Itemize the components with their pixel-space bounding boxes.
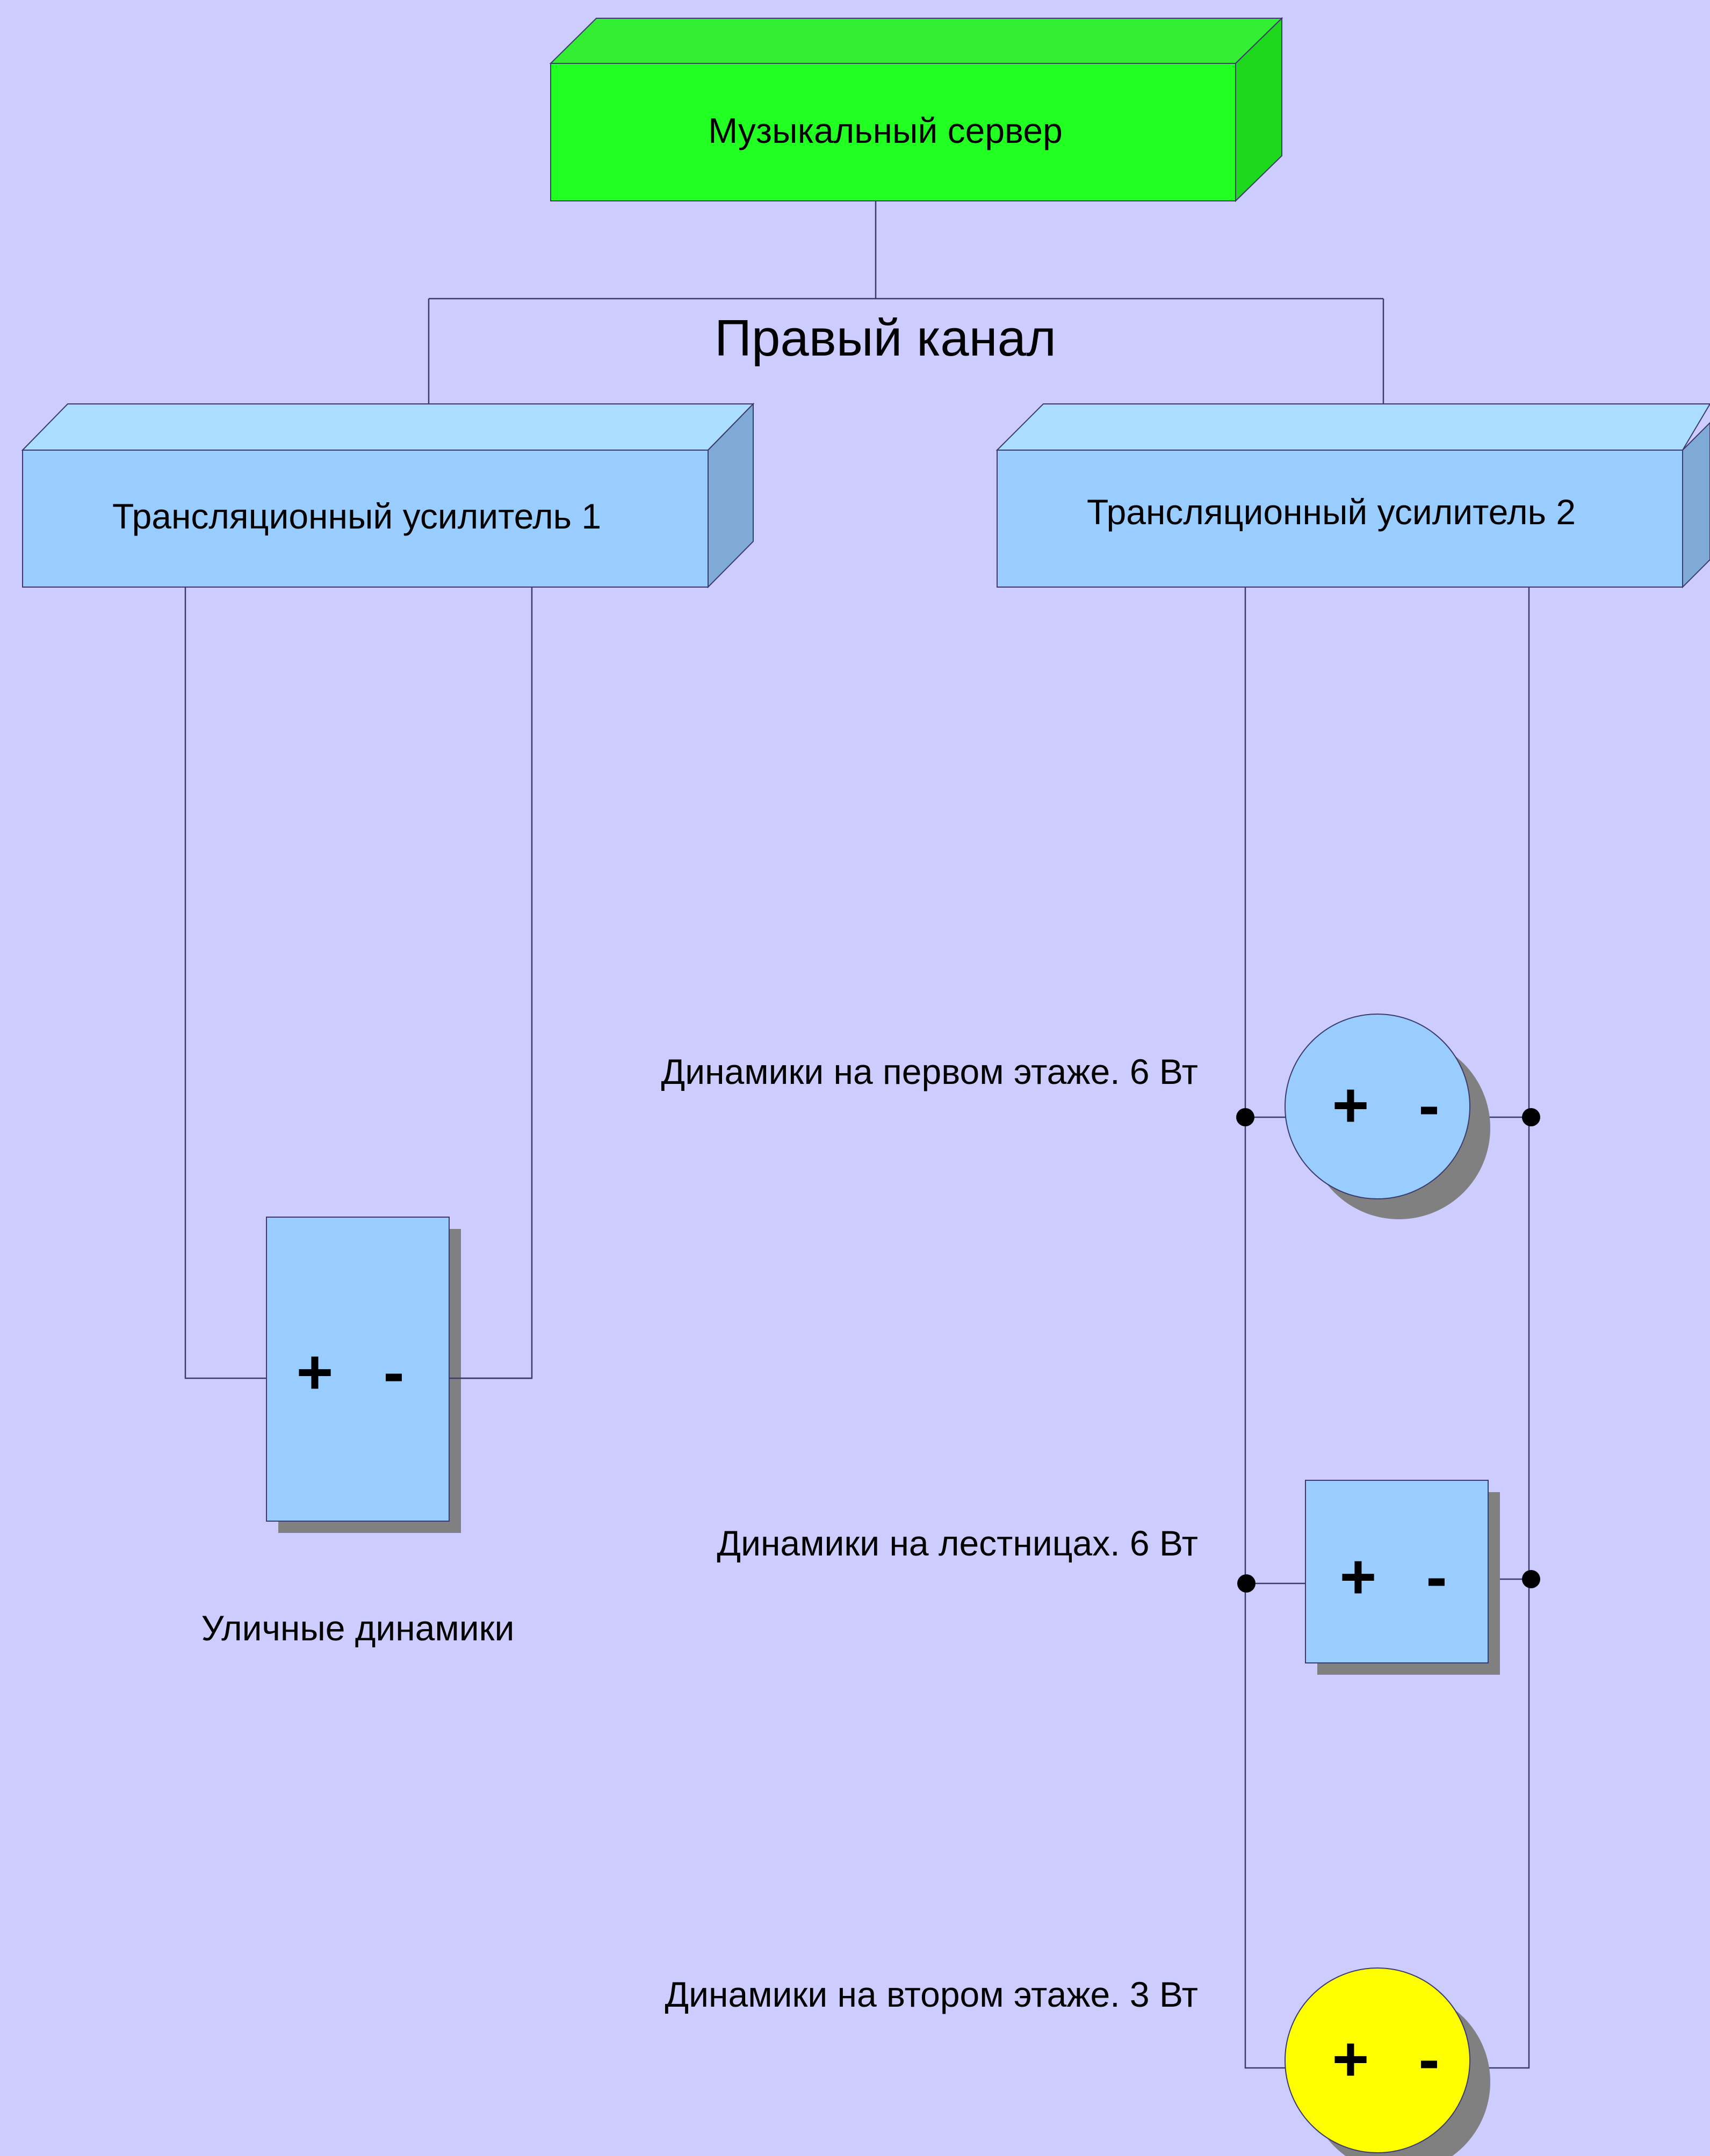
stairs-right-terminal-dot: [1522, 1570, 1540, 1588]
amplifier-1-label: Трансляционный усилитель 1: [112, 496, 601, 536]
street-speakers-plus-sign: +: [297, 1337, 334, 1408]
stairs-speakers-minus-sign: -: [1426, 1542, 1447, 1612]
first-floor-speakers-plus-sign: +: [1332, 1070, 1369, 1141]
stairs-speakers-node: + -: [1237, 1480, 1540, 1675]
stairs-left-terminal-dot: [1237, 1574, 1256, 1593]
first-floor-speakers-node: + -: [1236, 1014, 1540, 1219]
second-floor-speakers-plus-sign: +: [1332, 2024, 1369, 2095]
street-speakers-minus-sign: -: [383, 1337, 404, 1408]
first-floor-speakers-minus-sign: -: [1418, 1070, 1439, 1141]
second-floor-speakers-circle: [1285, 1967, 1470, 2153]
amplifier-2-side-face: [1682, 422, 1710, 589]
music-server-front-face: [550, 63, 1236, 201]
stairs-speakers-box: [1305, 1480, 1489, 1663]
second-floor-speakers-label: Динамики на втором этаже. 3 Вт: [665, 1974, 1198, 2014]
street-speakers-box: [266, 1217, 450, 1522]
street-speakers-label: Уличные динамики: [201, 1608, 515, 1648]
amplifier-1-top-face: [21, 403, 755, 451]
first-floor-left-terminal-dot: [1236, 1108, 1254, 1126]
second-floor-speakers-minus-sign: -: [1418, 2024, 1439, 2095]
amplifier-1-front-face: [22, 450, 709, 588]
channel-label: Правый канал: [715, 309, 1056, 367]
amplifier-2-front-face: [997, 450, 1683, 588]
stairs-speakers-plus-sign: +: [1340, 1542, 1377, 1612]
music-server-top-face: [549, 18, 1283, 64]
first-floor-speakers-label: Динамики на первом этаже. 6 Вт: [661, 1052, 1198, 1091]
music-server-label: Музыкальный сервер: [708, 111, 1063, 150]
amplifier-2-label: Трансляционный усилитель 2: [1087, 492, 1576, 532]
first-floor-right-terminal-dot: [1522, 1108, 1540, 1126]
stairs-speakers-label: Динамики на лестницах. 6 Вт: [717, 1523, 1198, 1563]
first-floor-speakers-circle: [1285, 1014, 1470, 1199]
amplifier-1-node: Трансляционный усилитель 1: [21, 402, 755, 589]
amplifier-2-top-face: [995, 403, 1710, 451]
second-floor-speakers-node: + -: [1285, 1967, 1490, 2156]
street-speakers-node: + -: [266, 1217, 532, 1533]
amplifier-2-node: Трансляционный усилитель 2: [995, 403, 1710, 589]
music-server-node: Музыкальный сервер: [549, 17, 1283, 202]
